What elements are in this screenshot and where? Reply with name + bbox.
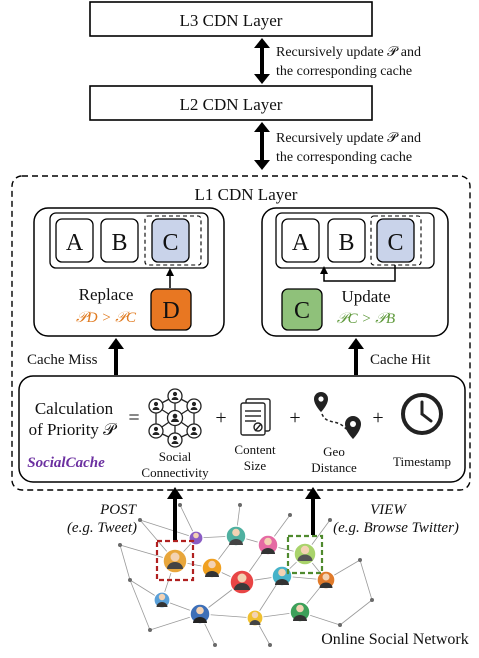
post-arrow xyxy=(167,487,183,540)
priority-label-line1: Calculation xyxy=(35,399,114,418)
avatar xyxy=(153,591,171,609)
cache-miss-label: Cache Miss xyxy=(27,352,98,368)
miss-slot-b-label: B xyxy=(111,230,127,256)
view-example: (e.g. Browse Twitter) xyxy=(333,520,459,536)
avatar xyxy=(225,525,247,547)
factor-timestamp-label: Timestamp xyxy=(393,454,451,469)
cache-miss-arrow xyxy=(108,338,124,375)
l2-l1-link-text-2: the corresponding cache xyxy=(276,150,412,165)
post-label: POST xyxy=(99,502,137,518)
replace-label: Replace xyxy=(79,285,134,304)
equals-sign: = xyxy=(128,407,139,429)
l1-layer-label: L1 CDN Layer xyxy=(195,185,298,204)
socialcache-brand: SocialCache xyxy=(27,455,105,471)
view-user-highlight xyxy=(286,534,324,575)
l3-l2-link-text-1: Recursively update 𝒫 and xyxy=(276,45,421,60)
social-network-icon xyxy=(148,388,202,448)
cache-hit-label: Cache Hit xyxy=(370,352,431,368)
hit-item-c xyxy=(281,288,323,331)
avatar xyxy=(201,557,223,579)
avatar xyxy=(257,534,279,556)
avatar xyxy=(289,601,311,623)
view-label: VIEW xyxy=(370,502,407,518)
replace-arrow xyxy=(166,268,174,288)
document-icon xyxy=(240,398,271,436)
avatar xyxy=(316,570,336,590)
new-item-d xyxy=(150,288,192,331)
avatar-view-user xyxy=(293,542,317,566)
miss-slot-a xyxy=(55,218,94,263)
miss-slot-b xyxy=(100,218,139,263)
route-pin-icon xyxy=(314,392,361,439)
factor-social-line2: Connectivity xyxy=(141,465,209,480)
l2-layer-box xyxy=(89,85,373,121)
online-social-network-label: Online Social Network xyxy=(321,631,469,648)
hit-slot-c xyxy=(376,218,415,263)
plus-sign-3: + xyxy=(372,407,383,429)
clock-icon xyxy=(401,393,443,435)
hit-dashed-box xyxy=(370,215,422,266)
hit-item-c-label: C xyxy=(294,298,310,324)
hit-slot-a xyxy=(281,218,320,263)
post-user-highlight xyxy=(155,539,195,582)
factor-social-line1: Social xyxy=(159,449,192,464)
hit-slot-b xyxy=(327,218,366,263)
post-example: (e.g. Tweet) xyxy=(67,520,137,536)
priority-label-line2: of Priority 𝒫 xyxy=(29,420,118,439)
update-label: Update xyxy=(341,287,390,306)
miss-slot-c-label: C xyxy=(162,230,178,256)
hit-slot-b-label: B xyxy=(338,230,354,256)
network-small-nodes xyxy=(118,503,374,647)
l2-l1-double-arrow xyxy=(254,122,270,170)
l3-layer-box xyxy=(89,1,373,37)
avatar xyxy=(188,530,204,546)
user-avatars xyxy=(153,525,336,627)
l3-l2-double-arrow xyxy=(254,38,270,84)
l2-l1-link-text-1: Recursively update 𝒫 and xyxy=(276,131,421,146)
avatar xyxy=(246,609,264,627)
avatar xyxy=(189,603,211,625)
new-item-d-label: D xyxy=(162,298,179,324)
miss-slot-c xyxy=(151,218,190,263)
l3-l2-link-text-2: the corresponding cache xyxy=(276,64,412,79)
update-condition: 𝒫C > 𝒫B xyxy=(337,311,395,327)
hit-slot-c-label: C xyxy=(387,230,403,256)
plus-sign-1: + xyxy=(215,407,226,429)
update-arrow xyxy=(320,265,396,282)
cache-hit-arrow xyxy=(348,338,364,375)
miss-slot-a-label: A xyxy=(66,230,84,256)
replace-condition: 𝒫D > 𝒫C xyxy=(76,310,137,326)
avatar-post-user xyxy=(162,548,188,574)
l1-layer-container xyxy=(11,175,471,491)
avatar xyxy=(229,569,255,595)
factor-geo-line1: Geo xyxy=(323,444,345,459)
l3-layer-label: L3 CDN Layer xyxy=(180,11,283,30)
factor-size-line1: Content xyxy=(234,442,276,457)
miss-evict-dashed-box xyxy=(144,215,202,266)
view-arrow xyxy=(305,487,321,535)
factor-size-line2: Size xyxy=(244,458,267,473)
factor-geo-line2: Distance xyxy=(311,460,357,475)
l2-layer-label: L2 CDN Layer xyxy=(180,95,283,114)
plus-sign-2: + xyxy=(289,407,300,429)
hit-slot-a-label: A xyxy=(292,230,310,256)
